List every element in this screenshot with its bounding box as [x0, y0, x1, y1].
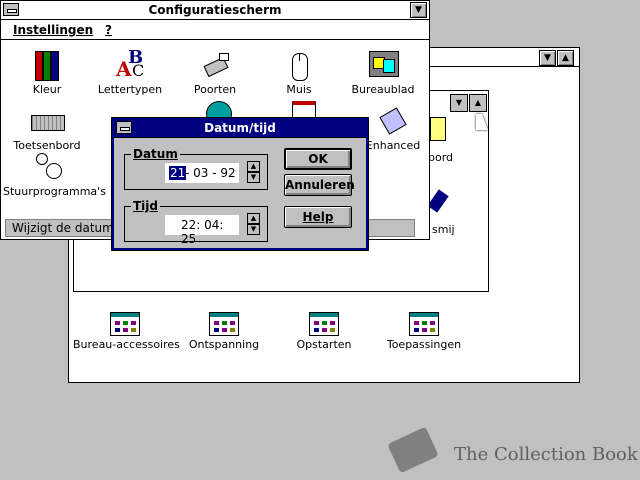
time-group: Tijd 22: 04: 25 ▲ ▼	[124, 199, 268, 246]
ok-button[interactable]: OK	[284, 148, 352, 170]
icon-stuurprogrammas[interactable]: Stuurprogramma's	[3, 151, 106, 198]
time-value[interactable]: 22: 04: 25	[181, 218, 224, 246]
date-day[interactable]: 21	[169, 166, 187, 180]
book-icon	[387, 426, 439, 474]
group-maximize-button[interactable]: ▲	[469, 94, 487, 112]
cancel-button[interactable]: Annuleren	[284, 174, 355, 196]
minimize-button[interactable]: ▼	[539, 50, 556, 66]
time-field[interactable]: 22: 04: 25	[165, 215, 239, 246]
date-spinner[interactable]: ▲ ▼	[247, 161, 260, 183]
icon-bureaublad[interactable]: Bureaublad	[348, 49, 418, 96]
group-label: Opstarten	[296, 338, 352, 351]
group-icon-opstarten[interactable]: Opstarten	[281, 312, 367, 351]
icon-enhanced[interactable]: Enhanced	[358, 105, 428, 152]
maximize-button[interactable]: ▲	[557, 50, 574, 66]
system-menu-icon[interactable]	[3, 3, 19, 16]
time-spinner[interactable]: ▲ ▼	[247, 213, 260, 235]
chevron-down-icon[interactable]: ▼	[247, 224, 260, 235]
minimize-button[interactable]: ▼	[410, 2, 427, 18]
control-panel-titlebar[interactable]: Configuratiescherm ▼	[1, 1, 429, 20]
chevron-up-icon[interactable]: ▲	[247, 213, 260, 224]
help-button[interactable]: Help	[284, 206, 352, 228]
plug-icon	[199, 49, 231, 81]
pencil-icon[interactable]	[427, 189, 449, 213]
icon-label: Muis	[286, 83, 312, 96]
document-icon[interactable]	[430, 117, 446, 141]
mouse-cursor-icon	[476, 114, 488, 130]
icon-poorten[interactable]: Poorten	[180, 49, 250, 96]
chevron-down-icon[interactable]: ▼	[247, 172, 260, 183]
fonts-icon: B A C	[116, 47, 145, 81]
date-rest[interactable]: - 03 - 92	[185, 166, 236, 180]
system-menu-icon[interactable]	[116, 121, 132, 134]
date-time-dialog: Datum/tijd Datum 21 - 03 - 92 ▲ ▼ Tijd 2…	[112, 118, 368, 250]
group-minimize-button[interactable]: ▼	[450, 94, 468, 112]
menu-instellingen[interactable]: Instellingen	[13, 23, 94, 37]
partial-label-bord: bord	[428, 151, 454, 164]
date-group: Datum 21 - 03 - 92 ▲ ▼	[124, 147, 268, 190]
icon-label: Poorten	[193, 83, 237, 96]
menubar: Instellingen ?	[1, 20, 429, 40]
watermark: The Collection Book	[387, 426, 638, 476]
watermark-text: The Collection Book	[454, 444, 638, 465]
icon-toetsenbord[interactable]: Toetsenbord	[12, 105, 82, 152]
group-label: Bureau-accessoires	[73, 338, 180, 351]
icon-label: Kleur	[32, 83, 62, 96]
icon-kleur[interactable]: Kleur	[12, 49, 82, 96]
group-label: Ontspanning	[188, 338, 260, 351]
dialog-titlebar[interactable]: Datum/tijd	[114, 120, 366, 138]
icon-lettertypen[interactable]: B A C Lettertypen	[95, 47, 165, 96]
program-group-icon	[209, 312, 239, 336]
keyboard-icon	[31, 105, 65, 137]
icon-label: Toetsenbord	[13, 139, 81, 152]
crayons-icon	[31, 49, 63, 81]
drivers-icon	[32, 151, 64, 183]
desktop-icon	[367, 49, 399, 81]
date-label: Datum	[131, 147, 180, 161]
icon-label: Stuurprogramma's	[3, 185, 106, 198]
chip-icon	[377, 105, 409, 137]
group-icon-ontspanning[interactable]: Ontspanning	[181, 312, 267, 351]
group-label: Toepassingen	[386, 338, 462, 351]
status-text: Wijzigt de datum	[12, 221, 114, 235]
program-group-icon	[309, 312, 339, 336]
group-icon-bureau-accessoires[interactable]: Bureau-accessoires	[73, 312, 180, 351]
partial-label-smij: smij	[432, 223, 455, 236]
group-icon-toepassingen[interactable]: Toepassingen	[381, 312, 467, 351]
icon-label: Bureaublad	[351, 83, 415, 96]
icon-label: Lettertypen	[97, 83, 163, 96]
chevron-up-icon[interactable]: ▲	[247, 161, 260, 172]
program-group-icon	[110, 312, 140, 336]
dialog-title: Datum/tijd	[204, 121, 276, 135]
menu-help[interactable]: ?	[105, 23, 112, 37]
mouse-icon	[283, 49, 315, 81]
icon-muis[interactable]: Muis	[264, 49, 334, 96]
time-label: Tijd	[131, 199, 161, 213]
date-field[interactable]: 21 - 03 - 92	[165, 163, 239, 183]
program-group-icon	[409, 312, 439, 336]
icon-label: Enhanced	[365, 139, 421, 152]
window-title: Configuratiescherm	[148, 3, 282, 17]
